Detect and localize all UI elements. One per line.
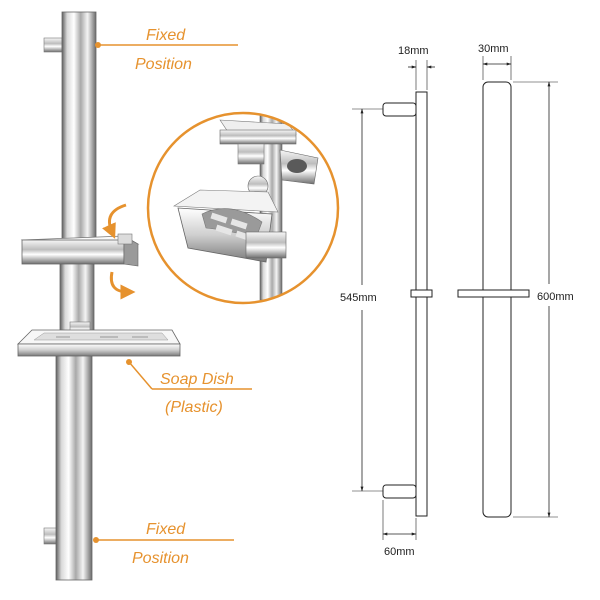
dim-bracket-spacing: 545mm (340, 292, 377, 304)
side-view-bottom-bracket (382, 484, 417, 499)
detail-zoom-circle (146, 111, 340, 305)
lower-rail (55, 347, 93, 581)
side-view-top-bracket (382, 102, 417, 117)
rail-product-photo (17, 11, 181, 581)
dim-total-length: 600mm (537, 291, 574, 303)
upper-rail (61, 11, 97, 245)
callout-bottom-line1: Fixed (146, 521, 186, 538)
dim-rail-width: 30mm (478, 43, 509, 55)
callout-soap-dish: Soap Dish (Plastic) (126, 359, 252, 416)
front-view-drawing: 30mm 600mm (457, 43, 574, 518)
callout-bottom-fixed: Fixed Position (93, 521, 234, 567)
side-view-drawing: 18mm 545mm 60mm (340, 45, 435, 558)
rotation-arrow-top-icon (102, 203, 127, 239)
sliding-handset-holder (21, 239, 125, 265)
top-wall-bracket (43, 37, 63, 53)
dim-bracket-depth: 60mm (384, 546, 415, 558)
callout-top-line1: Fixed (146, 27, 186, 44)
dim-rail-depth: 18mm (398, 45, 429, 57)
rotation-arrow-bottom-icon (109, 271, 136, 300)
callout-bottom-line2: Position (132, 550, 189, 567)
callout-soap-line2: (Plastic) (165, 399, 223, 416)
callout-top-fixed: Fixed Position (95, 27, 238, 73)
front-view-rail (482, 81, 512, 518)
callout-top-line2: Position (135, 56, 192, 73)
side-view-slider (410, 289, 433, 298)
front-view-slider (457, 289, 530, 298)
callout-soap-line1: Soap Dish (160, 371, 234, 388)
side-view-rail (415, 91, 428, 517)
